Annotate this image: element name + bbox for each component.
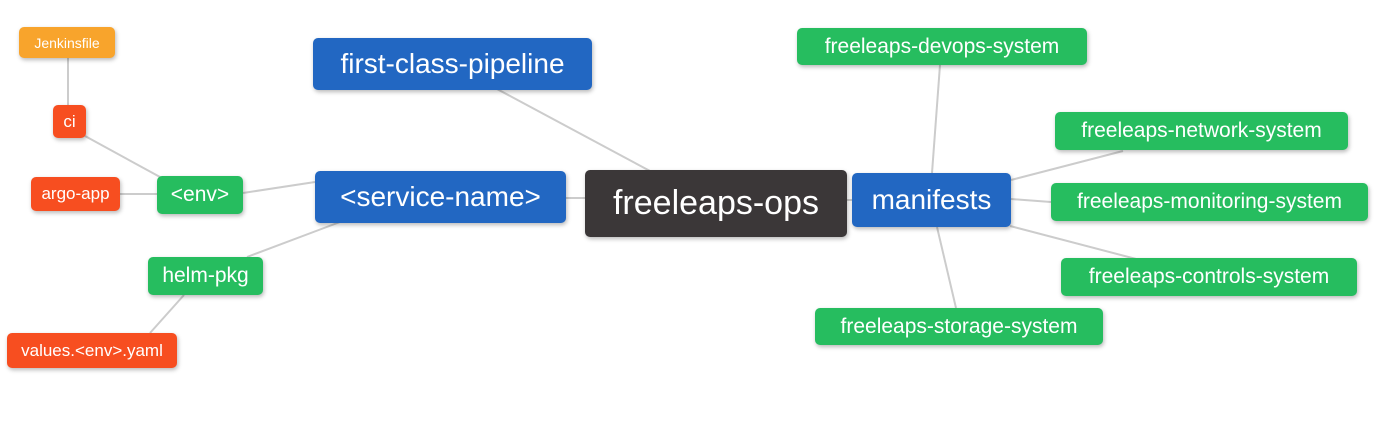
edge-first-class-pipeline-to-freeleaps-ops (496, 88, 651, 172)
edge-manifests-to-monitoring-system (1010, 198, 1052, 203)
edge-ci-to-env (84, 135, 161, 178)
edge-manifests-to-storage-system (936, 226, 957, 309)
edge-manifests-to-devops-system (931, 64, 941, 174)
node-service-name[interactable]: <service-name> (315, 171, 566, 223)
node-argo-app[interactable]: argo-app (31, 177, 120, 211)
edge-helm-pkg-to-service-name (246, 221, 341, 258)
node-monitoring-system[interactable]: freeleaps-monitoring-system (1051, 183, 1368, 221)
node-controls-system[interactable]: freeleaps-controls-system (1061, 258, 1357, 296)
node-storage-system[interactable]: freeleaps-storage-system (815, 308, 1103, 345)
node-devops-system[interactable]: freeleaps-devops-system (797, 28, 1087, 65)
node-env[interactable]: <env> (157, 176, 243, 214)
node-ci[interactable]: ci (53, 105, 86, 138)
node-helm-pkg[interactable]: helm-pkg (148, 257, 263, 295)
node-network-system[interactable]: freeleaps-network-system (1055, 112, 1348, 150)
edge-manifests-to-network-system (1010, 150, 1124, 181)
edge-env-to-service-name (242, 181, 316, 194)
node-jenkinsfile[interactable]: Jenkinsfile (19, 27, 115, 58)
node-values-env-yaml[interactable]: values.<env>.yaml (7, 333, 177, 368)
node-freeleaps-ops[interactable]: freeleaps-ops (585, 170, 847, 237)
node-manifests[interactable]: manifests (852, 173, 1011, 227)
edge-values-env-yaml-to-helm-pkg (149, 294, 185, 334)
node-first-class-pipeline[interactable]: first-class-pipeline (313, 38, 592, 90)
edge-manifests-to-controls-system (1009, 225, 1141, 261)
